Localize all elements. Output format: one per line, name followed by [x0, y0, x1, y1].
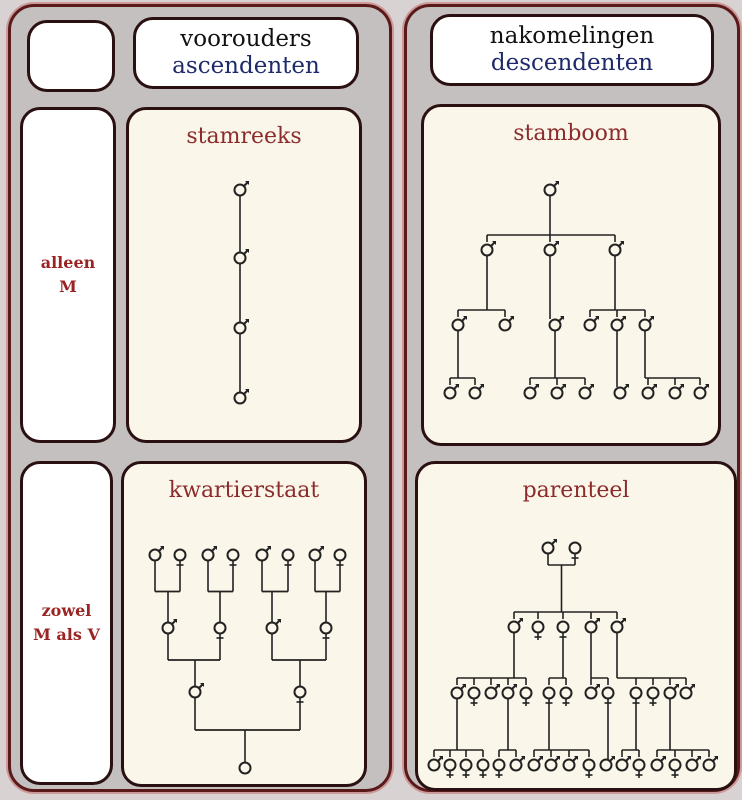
header-french: ascendenten: [172, 53, 320, 79]
male-symbol-icon: [509, 756, 525, 772]
female-symbol-icon: [582, 758, 596, 778]
female-symbol-icon: [542, 686, 556, 706]
male-symbol-icon: [679, 684, 695, 700]
female-symbol-icon: [556, 620, 570, 640]
male-symbol-icon: [233, 249, 249, 265]
stamboom-title: stamboom: [513, 121, 629, 146]
male-symbol-icon: [541, 539, 557, 555]
male-symbol-icon: [638, 316, 654, 332]
descendants-header: nakomelingen descendenten: [430, 14, 714, 86]
male-symbol-icon: [233, 181, 249, 197]
male-symbol-icon: [484, 684, 500, 700]
male-symbol-icon: [498, 316, 514, 332]
female-symbol-icon: [601, 686, 615, 706]
male-symbol-icon: [610, 316, 626, 332]
female-symbol-icon: [632, 758, 646, 778]
male-symbol-icon: [480, 241, 496, 257]
unknown-sex-symbol-icon: [238, 761, 252, 775]
stamreeks-tree: [233, 181, 249, 405]
female-symbol-icon: [333, 548, 347, 568]
kwartierstaat-title: kwartierstaat: [168, 478, 320, 503]
female-symbol-icon: [646, 686, 660, 706]
male-symbol-icon: [523, 384, 539, 400]
male-symbol-icon: [255, 546, 271, 562]
female-symbol-icon: [519, 686, 533, 706]
female-symbol-icon: [443, 758, 457, 778]
male-symbol-icon: [233, 319, 249, 335]
male-symbol-icon: [148, 546, 164, 562]
female-symbol-icon: [319, 621, 333, 641]
header-dutch: voorouders: [180, 26, 312, 52]
male-symbol-icon: [613, 384, 629, 400]
male-symbol-icon: [544, 756, 560, 772]
corner-blank-box: [27, 20, 115, 92]
male-symbol-icon: [615, 756, 631, 772]
row-label-line: alleen: [40, 253, 96, 272]
parenteel-tree: [427, 539, 718, 778]
male-symbol-icon: [308, 546, 324, 562]
row-label-line: M als V: [33, 625, 100, 644]
male-symbol-icon: [468, 384, 484, 400]
male-symbol-icon: [608, 241, 624, 257]
female-symbol-icon: [293, 685, 307, 705]
kwartierstaat-tree: [148, 546, 347, 775]
male-symbol-icon: [550, 384, 566, 400]
female-symbol-icon: [467, 686, 481, 706]
male-symbol-icon: [650, 756, 666, 772]
female-symbol-icon: [213, 621, 227, 641]
male-symbol-icon: [543, 241, 559, 257]
male-symbol-icon: [161, 619, 177, 635]
male-symbol-icon: [702, 756, 718, 772]
male-symbol-icon: [450, 684, 466, 700]
stamreeks-box: stamreeks: [126, 107, 362, 443]
male-symbol-icon: [685, 756, 701, 772]
male-symbol-icon: [507, 618, 523, 634]
female-symbol-icon: [281, 548, 295, 568]
male-symbol-icon: [584, 684, 600, 700]
male-symbol-icon: [578, 384, 594, 400]
male-symbol-icon: [451, 316, 467, 332]
male-symbol-icon: [668, 384, 684, 400]
male-symbol-icon: [543, 181, 559, 197]
male-symbol-icon: [610, 618, 626, 634]
male-symbol-icon: [663, 684, 679, 700]
female-symbol-icon: [226, 548, 240, 568]
female-symbol-icon: [668, 758, 682, 778]
male-symbol-icon: [201, 546, 217, 562]
male-symbol-icon: [501, 684, 517, 700]
male-symbol-icon: [527, 756, 543, 772]
female-symbol-icon: [459, 758, 473, 778]
male-symbol-icon: [693, 384, 709, 400]
male-symbol-icon: [583, 316, 599, 332]
row-label-male-only: alleen M: [20, 107, 116, 443]
header-dutch: nakomelingen: [489, 23, 655, 49]
row-label-line: zowel: [41, 601, 92, 620]
male-symbol-icon: [562, 756, 578, 772]
header-french: descendenten: [490, 50, 654, 76]
male-symbol-icon: [599, 756, 615, 772]
male-symbol-icon: [233, 389, 249, 405]
male-symbol-icon: [265, 619, 281, 635]
female-symbol-icon: [568, 541, 582, 561]
ascendants-header: voorouders ascendenten: [133, 17, 359, 89]
female-symbol-icon: [559, 686, 573, 706]
parenteel-box: parenteel: [415, 461, 737, 791]
stamreeks-title: stamreeks: [186, 124, 302, 149]
male-symbol-icon: [584, 618, 600, 634]
male-symbol-icon: [443, 384, 459, 400]
row-label-line: M: [59, 277, 77, 296]
male-symbol-icon: [641, 384, 657, 400]
stamboom-tree: [443, 181, 709, 400]
female-symbol-icon: [476, 758, 490, 778]
male-symbol-icon: [548, 316, 564, 332]
female-symbol-icon: [492, 758, 506, 778]
kwartierstaat-box: kwartierstaat: [121, 461, 367, 787]
row-label-male-and-female: zowel M als V: [20, 461, 113, 785]
female-symbol-icon: [531, 620, 545, 640]
female-symbol-icon: [629, 686, 643, 706]
male-symbol-icon: [188, 683, 204, 699]
male-symbol-icon: [427, 756, 443, 772]
parenteel-title: parenteel: [522, 478, 630, 503]
female-symbol-icon: [173, 548, 187, 568]
